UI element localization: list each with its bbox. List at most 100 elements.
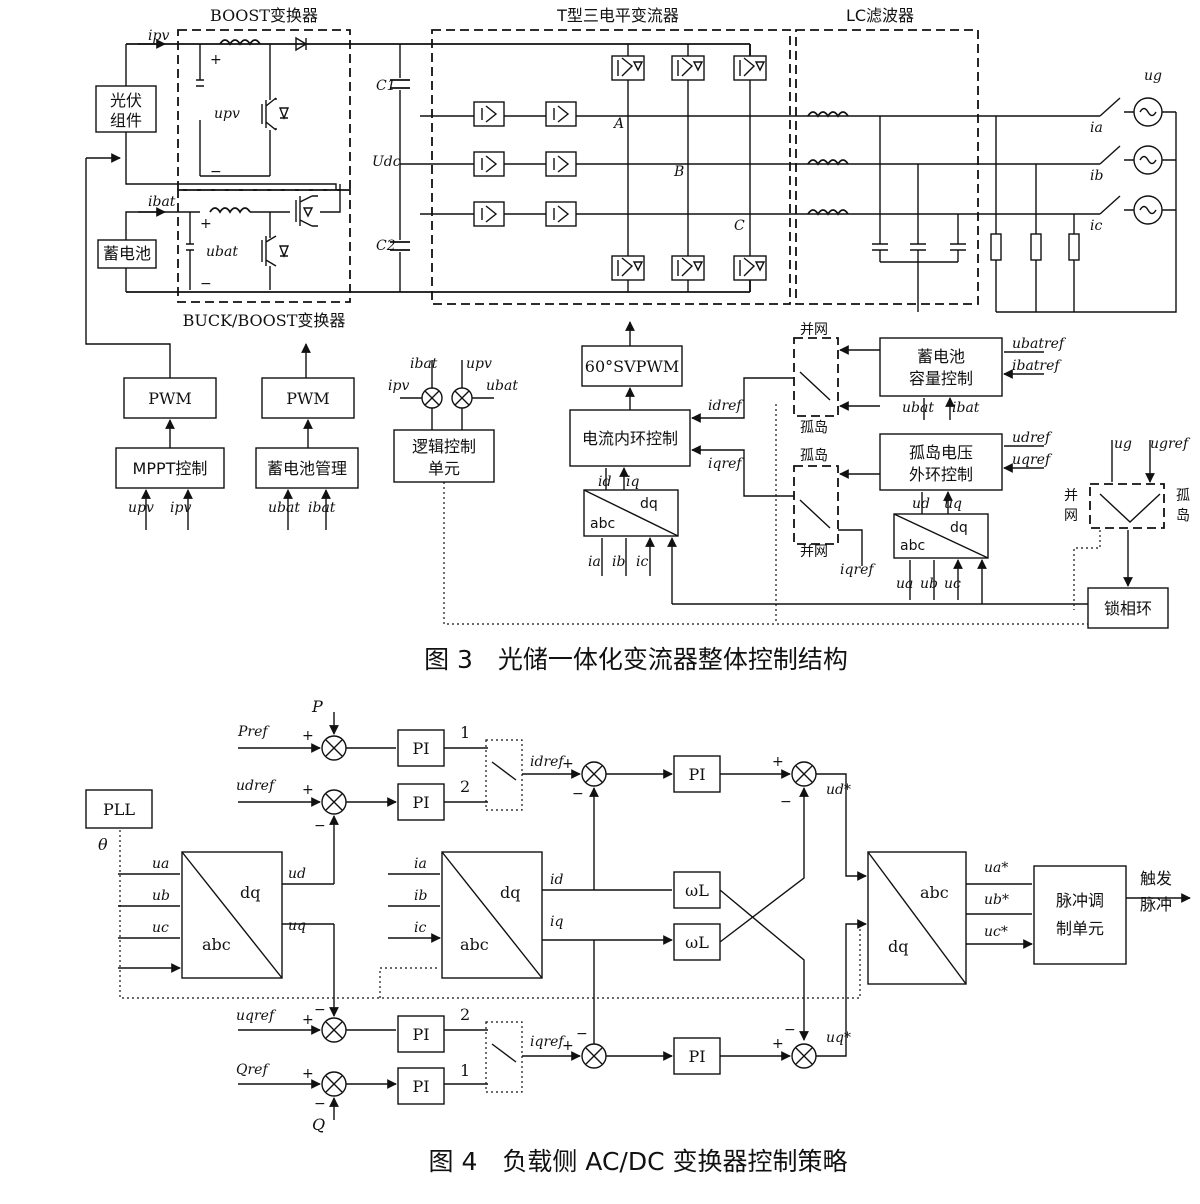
vl-uq-label: uq bbox=[944, 496, 962, 512]
fig4-udref-label: udref bbox=[236, 778, 277, 794]
fig4-pi-label-4: PI bbox=[412, 1025, 429, 1044]
fig4-sum2-plus: + bbox=[302, 782, 314, 798]
fig4-ua-label: ua bbox=[152, 856, 169, 872]
uqref-label: uqref bbox=[1012, 452, 1053, 468]
fig4-pi-6 bbox=[673, 1037, 721, 1075]
fig4-dq-label-1: dq bbox=[240, 883, 260, 902]
logic-ipv-label: ipv bbox=[388, 378, 409, 394]
fig4-iq-label: iq bbox=[550, 914, 563, 930]
mppt-box bbox=[115, 447, 225, 489]
mppt-upv-label: upv bbox=[128, 500, 154, 516]
fig3-dq-label-1: dq bbox=[640, 496, 658, 512]
buck-boost-title: BUCK/BOOST变换器 bbox=[183, 311, 346, 330]
svg-text:外环控制: 外环控制 bbox=[909, 465, 973, 484]
lc-capacitors bbox=[872, 116, 966, 312]
cap-ibat-label: ibat bbox=[952, 400, 980, 416]
fig4-caption: 图 4 负载侧 AC/DC 变换器控制策略 bbox=[429, 1147, 848, 1176]
pll-ug-label: ug bbox=[1114, 436, 1132, 452]
svg-text:脉冲: 脉冲 bbox=[1140, 895, 1172, 914]
pv-module-label-2: 组件 bbox=[110, 111, 142, 130]
fig4-ia-label: ia bbox=[414, 856, 427, 872]
switch-lower-gridon: 并网 bbox=[800, 544, 828, 560]
node-c-label: C bbox=[734, 218, 745, 234]
pwm-label-2: PWM bbox=[286, 389, 330, 408]
svg-text:触发: 触发 bbox=[1140, 869, 1172, 888]
fig3-idref-label: idref bbox=[708, 398, 744, 414]
svg-text:+: + bbox=[200, 216, 212, 232]
mppt-label: MPPT控制 bbox=[133, 459, 208, 478]
fig4-idref-label: idref bbox=[530, 754, 566, 770]
logic-ubat-label: ubat bbox=[486, 378, 518, 394]
capacitor-c1 bbox=[390, 78, 410, 90]
fig4-sum3-minus: − bbox=[572, 786, 584, 802]
t-type-phase-lines bbox=[420, 44, 1100, 292]
t-type-bidirectional-switches bbox=[473, 101, 577, 227]
fig4-omegal-1 bbox=[673, 871, 721, 909]
svpwm-box bbox=[581, 345, 683, 387]
fig4-pulse-unit-box bbox=[1033, 865, 1127, 965]
fig4-Q-label: Q bbox=[312, 1115, 325, 1134]
switch-upper-island: 孤岛 bbox=[800, 420, 828, 436]
fig4-sum6-minus: − bbox=[314, 1096, 326, 1112]
pll-box bbox=[1087, 587, 1169, 629]
fig4-pi-label-3: PI bbox=[688, 765, 705, 784]
figure-3: BOOST变换器 T型三电平变流器 LC滤波器 BUCK/BOOST变换器 C1… bbox=[85, 6, 1191, 674]
t-type-inverter-box bbox=[431, 29, 791, 305]
c2-label: C2 bbox=[376, 238, 396, 254]
lc-inductors bbox=[807, 111, 849, 216]
svg-text:岛: 岛 bbox=[1176, 508, 1190, 524]
fig4-switch1-2: 2 bbox=[460, 777, 470, 796]
fig4-uq-label: uq bbox=[288, 918, 306, 934]
cl-iq-label: iq bbox=[626, 474, 639, 490]
svg-text:网: 网 bbox=[1064, 508, 1078, 524]
fig4-sum4-minus: − bbox=[780, 794, 792, 810]
svpwm-label: 60°SVPWM bbox=[585, 357, 679, 376]
fig4-sum5-minus: − bbox=[314, 1002, 326, 1018]
svg-text:脉冲调: 脉冲调 bbox=[1056, 891, 1104, 910]
fig4-mode-switch-upper bbox=[485, 739, 523, 811]
svg-text:+: + bbox=[210, 52, 222, 68]
mppt-ipv-label: ipv bbox=[170, 500, 191, 516]
svg-text:蓄电池: 蓄电池 bbox=[917, 347, 965, 366]
bm-ibat-label: ibat bbox=[308, 500, 336, 516]
fig4-sum1-plus: + bbox=[302, 728, 314, 744]
fig4-sum8-minus: − bbox=[784, 1022, 796, 1038]
vl-ub-label: ub bbox=[920, 576, 938, 592]
boost-title: BOOST变换器 bbox=[210, 6, 318, 25]
buck-inductor bbox=[209, 207, 251, 214]
fig4-dq-label-2: dq bbox=[500, 883, 520, 902]
buck-boost-converter-box bbox=[177, 189, 351, 303]
cl-id-label: id bbox=[598, 474, 611, 490]
fig3-iqref-label-2: iqref bbox=[840, 562, 876, 578]
pll-label: 锁相环 bbox=[1104, 599, 1152, 618]
svg-text:制单元: 制单元 bbox=[1056, 919, 1104, 938]
vl-ua-label: ua bbox=[896, 576, 913, 592]
fig4-abc-label-3: abc bbox=[920, 883, 949, 902]
t-type-lower-switches bbox=[611, 255, 767, 281]
fig4-uqref-label: uqref bbox=[236, 1008, 277, 1024]
fig4-uc-label: uc bbox=[152, 920, 169, 936]
svg-text:−: − bbox=[210, 164, 222, 180]
capacitor-c2 bbox=[390, 240, 410, 252]
fig4-switch2-2: 2 bbox=[460, 1005, 470, 1024]
fig4-sum3-plus: + bbox=[562, 756, 574, 772]
svg-text:孤岛电压: 孤岛电压 bbox=[909, 443, 973, 462]
fig4-pi-5 bbox=[397, 1067, 445, 1105]
fig4-pi-label-1: PI bbox=[412, 739, 429, 758]
ubat-label: ubat bbox=[206, 244, 238, 260]
boost-igbt bbox=[261, 97, 290, 131]
ubatref-label: ubatref bbox=[1012, 336, 1067, 352]
fig3-abc-label-1: abc bbox=[590, 516, 615, 532]
fig4-sum7-plus: + bbox=[562, 1038, 574, 1054]
battery-box bbox=[97, 239, 157, 269]
current-loop-label: 电流内环控制 bbox=[582, 429, 678, 448]
pll-mode-switch bbox=[1089, 483, 1165, 529]
fig4-abc-label-2: abc bbox=[460, 935, 489, 954]
pv-module-label: 光伏 bbox=[110, 91, 142, 110]
ug-grid-label: ug bbox=[1144, 68, 1162, 84]
fig4-ub-star-label: ub* bbox=[984, 892, 1009, 908]
fig3-caption: 图 3 光储一体化变流器整体控制结构 bbox=[424, 645, 848, 674]
buck-upper-igbt bbox=[295, 195, 318, 227]
fig4-P-label: P bbox=[311, 697, 323, 716]
fig4-pll-box bbox=[85, 789, 153, 829]
